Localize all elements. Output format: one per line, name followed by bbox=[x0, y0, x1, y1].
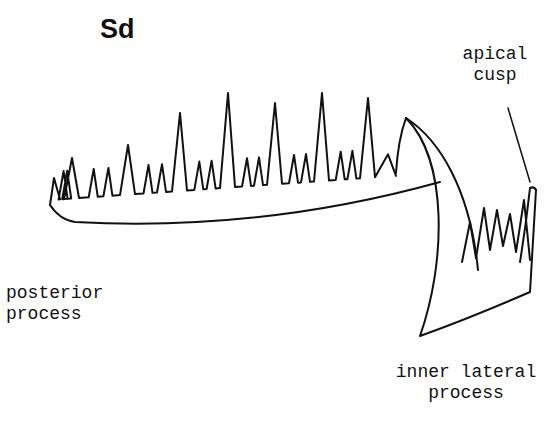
apical-cusp bbox=[520, 187, 536, 262]
leader-line bbox=[508, 108, 530, 182]
part-label: apical cusp bbox=[450, 44, 540, 85]
element-outline bbox=[50, 93, 536, 336]
part-label: inner lateral process bbox=[380, 362, 552, 403]
denticle-row bbox=[50, 93, 396, 205]
lateral-process-ridge bbox=[406, 118, 478, 270]
part-label: posterior process bbox=[6, 283, 126, 324]
small-denticles bbox=[462, 200, 530, 262]
lateral-process bbox=[396, 118, 536, 336]
element-title: Sd bbox=[100, 14, 135, 45]
process-base bbox=[50, 182, 440, 224]
